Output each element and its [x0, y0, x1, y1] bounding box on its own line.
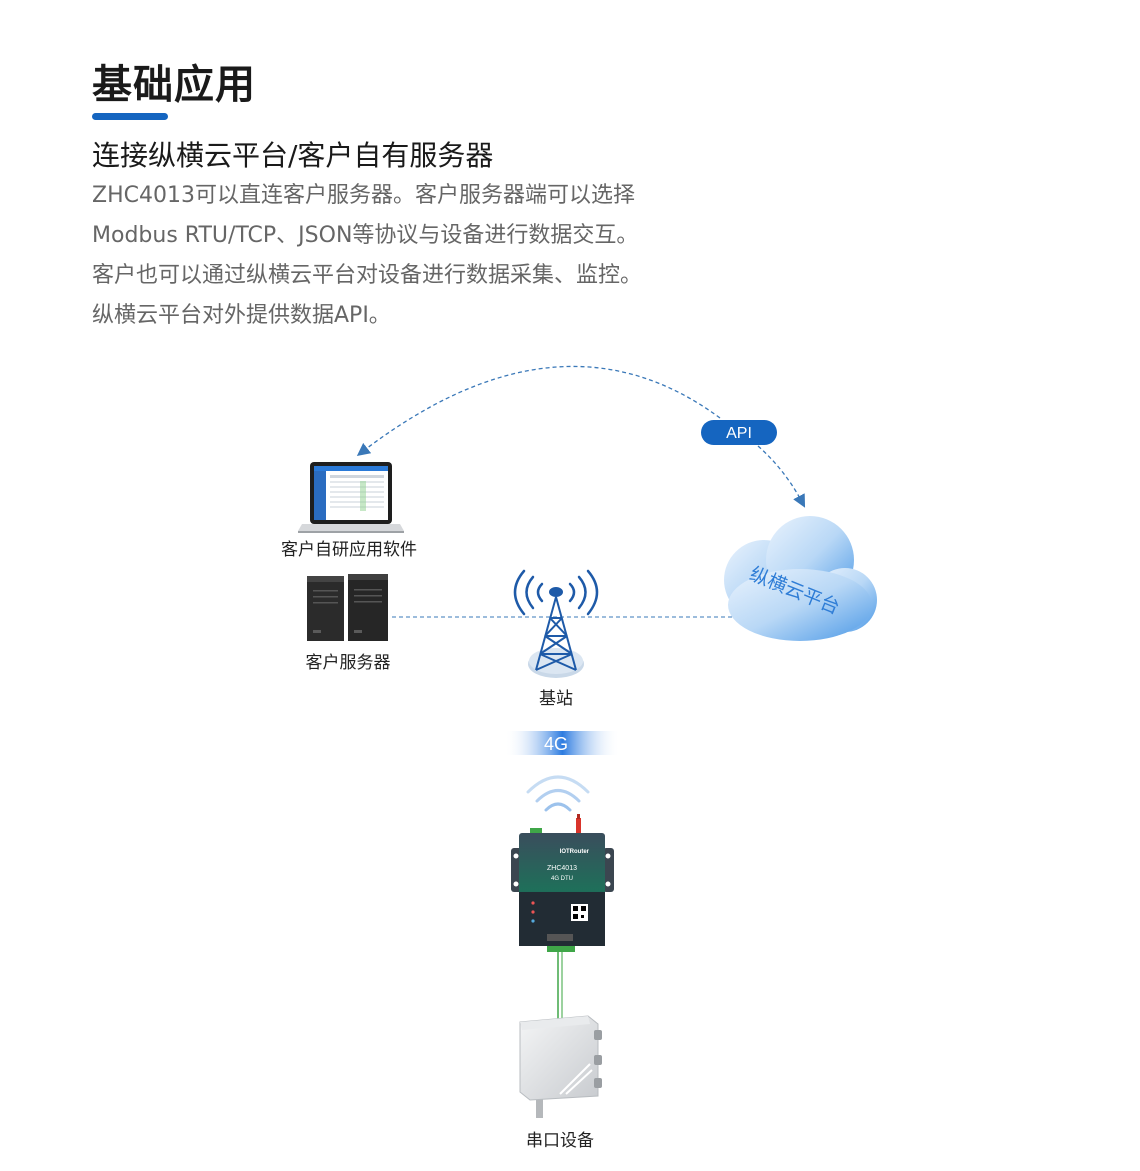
device-brand: IOTRouter: [560, 849, 590, 855]
dtu-device: IOTRouter ZHC4013 4G DTU: [511, 814, 614, 952]
cloud-to-laptop-arc: [356, 365, 721, 456]
title-underline: [92, 113, 168, 120]
api-to-cloud-arrow: [757, 445, 806, 508]
description-line: 纵横云平台对外提供数据API。: [92, 303, 391, 328]
tower-label: 基站: [539, 689, 573, 709]
description-line: ZHC4013可以直连客户服务器。客户服务器端可以选择: [92, 183, 635, 208]
network-label: 4G: [544, 734, 568, 754]
tower-icon: [513, 569, 599, 678]
page-subtitle: 连接纵横云平台/客户自有服务器: [92, 139, 494, 172]
laptop-label: 客户自研应用软件: [281, 540, 417, 560]
server-icon: [307, 574, 388, 641]
api-label: API: [726, 425, 752, 442]
device-model: ZHC4013: [547, 865, 577, 872]
page-title: 基础应用: [92, 62, 256, 108]
server-label: 客户服务器: [306, 653, 391, 673]
signal-icon: [526, 775, 590, 812]
description-line: Modbus RTU/TCP、JSON等协议与设备进行数据交互。: [92, 223, 639, 248]
api-badge: API: [701, 420, 777, 445]
laptop-icon: [298, 462, 404, 533]
serial-device-icon: [519, 1015, 602, 1118]
serial-cable: [557, 952, 563, 1022]
device-type: 4G DTU: [551, 876, 573, 882]
cloud-icon: [724, 516, 877, 641]
serial-label: 串口设备: [526, 1131, 594, 1151]
description: ZHC4013可以直连客户服务器。客户服务器端可以选择 Modbus RTU/T…: [92, 176, 732, 336]
description-line: 客户也可以通过纵横云平台对设备进行数据采集、监控。: [92, 263, 643, 288]
network-band: [505, 731, 620, 755]
